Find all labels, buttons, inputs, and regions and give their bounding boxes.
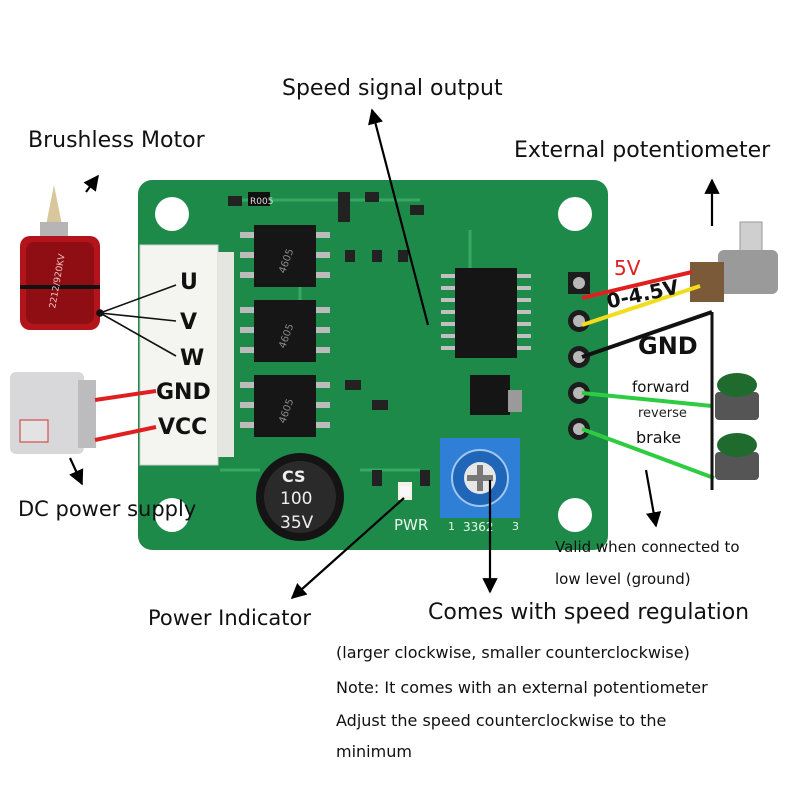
valid-connection-note-end: low level (ground) xyxy=(555,570,691,588)
capacitor-label-2: 100 xyxy=(280,489,312,509)
power-indicator-label: Power Indicator xyxy=(148,606,311,630)
pin-w-label: W xyxy=(180,346,205,371)
brushless-motor-image: 2212/920KV xyxy=(20,185,100,330)
brushless-motor-label: Brushless Motor xyxy=(28,128,205,153)
pin-gnd-label: GND xyxy=(156,380,211,405)
mosfet-chips: 4605 4605 4605 xyxy=(240,225,330,437)
reverse-label: reverse xyxy=(638,406,687,421)
push-buttons[interactable] xyxy=(715,373,759,480)
pin-vcc-label: VCC xyxy=(158,415,208,440)
motor-power-connector xyxy=(139,244,234,466)
pin-u-label: U xyxy=(180,270,198,295)
wire-gnd-label: GND xyxy=(638,332,698,360)
voltage-regulator xyxy=(470,375,522,415)
speed-regulation-label: Comes with speed regulation xyxy=(428,600,750,625)
trim-pot-pin-3: 3 xyxy=(512,520,519,533)
wire-5v-label: 5V xyxy=(614,256,641,280)
electrolytic-capacitor: CS 100 35V xyxy=(256,453,344,541)
trim-pot-code: 3362 xyxy=(463,520,494,534)
external-potentiometer-label: External potentiometer xyxy=(514,138,771,163)
valid-connection-note: Valid when connected to xyxy=(555,538,740,556)
onboard-trim-potentiometer[interactable]: 3362 1 3 xyxy=(440,438,520,534)
power-wires xyxy=(94,389,157,442)
adjust-speed-note: Adjust the speed counterclockwise to the xyxy=(336,711,667,730)
regulation-direction-note: (larger clockwise, smaller counterclockw… xyxy=(336,643,690,662)
control-wires xyxy=(581,270,715,490)
speed-signal-output-label: Speed signal output xyxy=(282,76,503,101)
capacitor-label-3: 35V xyxy=(280,513,314,533)
external-pot-note: Note: It comes with an external potentio… xyxy=(336,678,708,697)
external-potentiometer-image[interactable] xyxy=(690,221,778,302)
power-led xyxy=(398,482,412,500)
adjust-speed-note-end: minimum xyxy=(336,742,412,761)
motor-wires xyxy=(96,284,177,357)
pwr-silkscreen: PWR xyxy=(394,516,428,534)
brake-label: brake xyxy=(636,428,682,447)
forward-label: forward xyxy=(632,378,690,396)
controller-ic xyxy=(441,268,531,358)
trim-pot-pin-1: 1 xyxy=(448,520,455,533)
dc-power-supply-label: DC power supply xyxy=(18,497,197,521)
control-header-pins xyxy=(568,272,590,440)
callout-arrows xyxy=(69,108,720,600)
capacitor-label-1: CS xyxy=(282,467,306,486)
dc-power-supply-image xyxy=(10,372,96,454)
smd-components xyxy=(228,192,430,486)
pin-v-label: V xyxy=(180,310,198,335)
resistor-code-label: R005 xyxy=(250,197,273,207)
